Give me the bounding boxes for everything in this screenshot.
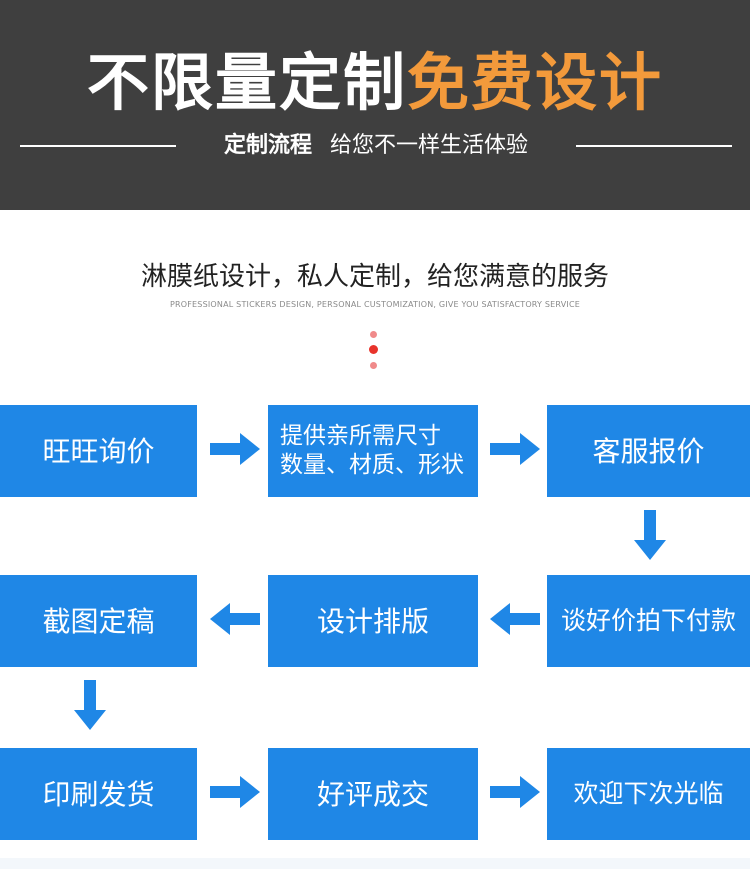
arrow-right-icon xyxy=(490,433,540,465)
subheading-row: 定制流程给您不一样生活体验 xyxy=(0,128,750,164)
step-screenshot-confirm: 截图定稿 xyxy=(0,575,197,667)
step-provide-specs: 提供亲所需尺寸 数量、材质、形状 xyxy=(268,405,478,497)
header-banner: 不限量定制免费设计 定制流程给您不一样生活体验 xyxy=(0,0,750,210)
tagline: 淋膜纸设计，私人定制，给您满意的服务 xyxy=(140,262,609,292)
headline-white: 不限量定制 xyxy=(86,46,407,119)
subheading-bold: 定制流程 xyxy=(223,133,312,158)
dot-top xyxy=(370,331,377,338)
bottom-strip xyxy=(0,858,750,869)
step-label: 旺旺询价 xyxy=(42,434,155,468)
dot-bottom xyxy=(370,362,377,369)
step-label: 谈好价拍下付款 xyxy=(560,606,736,636)
step-label: 欢迎下次光临 xyxy=(573,779,724,809)
subheading-normal: 给您不一样生活体验 xyxy=(330,133,529,158)
divider-right xyxy=(576,145,732,147)
step-good-review: 好评成交 xyxy=(268,748,478,840)
dot-middle xyxy=(369,345,378,354)
step-label: 客服报价 xyxy=(592,434,705,468)
step-print-ship: 印刷发货 xyxy=(0,748,197,840)
arrow-right-icon xyxy=(490,776,540,808)
step-wangwang-inquiry: 旺旺询价 xyxy=(0,405,197,497)
arrow-left-icon xyxy=(490,603,540,635)
step-welcome-back: 欢迎下次光临 xyxy=(547,748,750,840)
arrow-down-icon xyxy=(74,680,106,730)
step-label-line1: 提供亲所需尺寸 xyxy=(280,423,441,450)
subheading: 定制流程给您不一样生活体验 xyxy=(176,128,576,164)
headline: 不限量定制免费设计 xyxy=(0,48,750,118)
arrow-right-icon xyxy=(210,433,260,465)
divider-left xyxy=(20,145,176,147)
arrow-left-icon xyxy=(210,603,260,635)
headline-orange: 免费设计 xyxy=(407,46,664,119)
arrow-down-icon xyxy=(634,510,666,560)
step-label: 好评成交 xyxy=(316,777,429,811)
step-label: 印刷发货 xyxy=(42,777,155,811)
step-label: 设计排版 xyxy=(316,604,429,638)
step-service-quote: 客服报价 xyxy=(547,405,750,497)
step-design-layout: 设计排版 xyxy=(268,575,478,667)
tagline-en: PROFESSIONAL STICKERS DESIGN, PERSONAL C… xyxy=(169,300,581,309)
step-label: 截图定稿 xyxy=(42,604,155,638)
arrow-right-icon xyxy=(210,776,260,808)
step-label-line2: 数量、材质、形状 xyxy=(280,452,464,478)
step-agree-price-pay: 谈好价拍下付款 xyxy=(547,575,750,667)
